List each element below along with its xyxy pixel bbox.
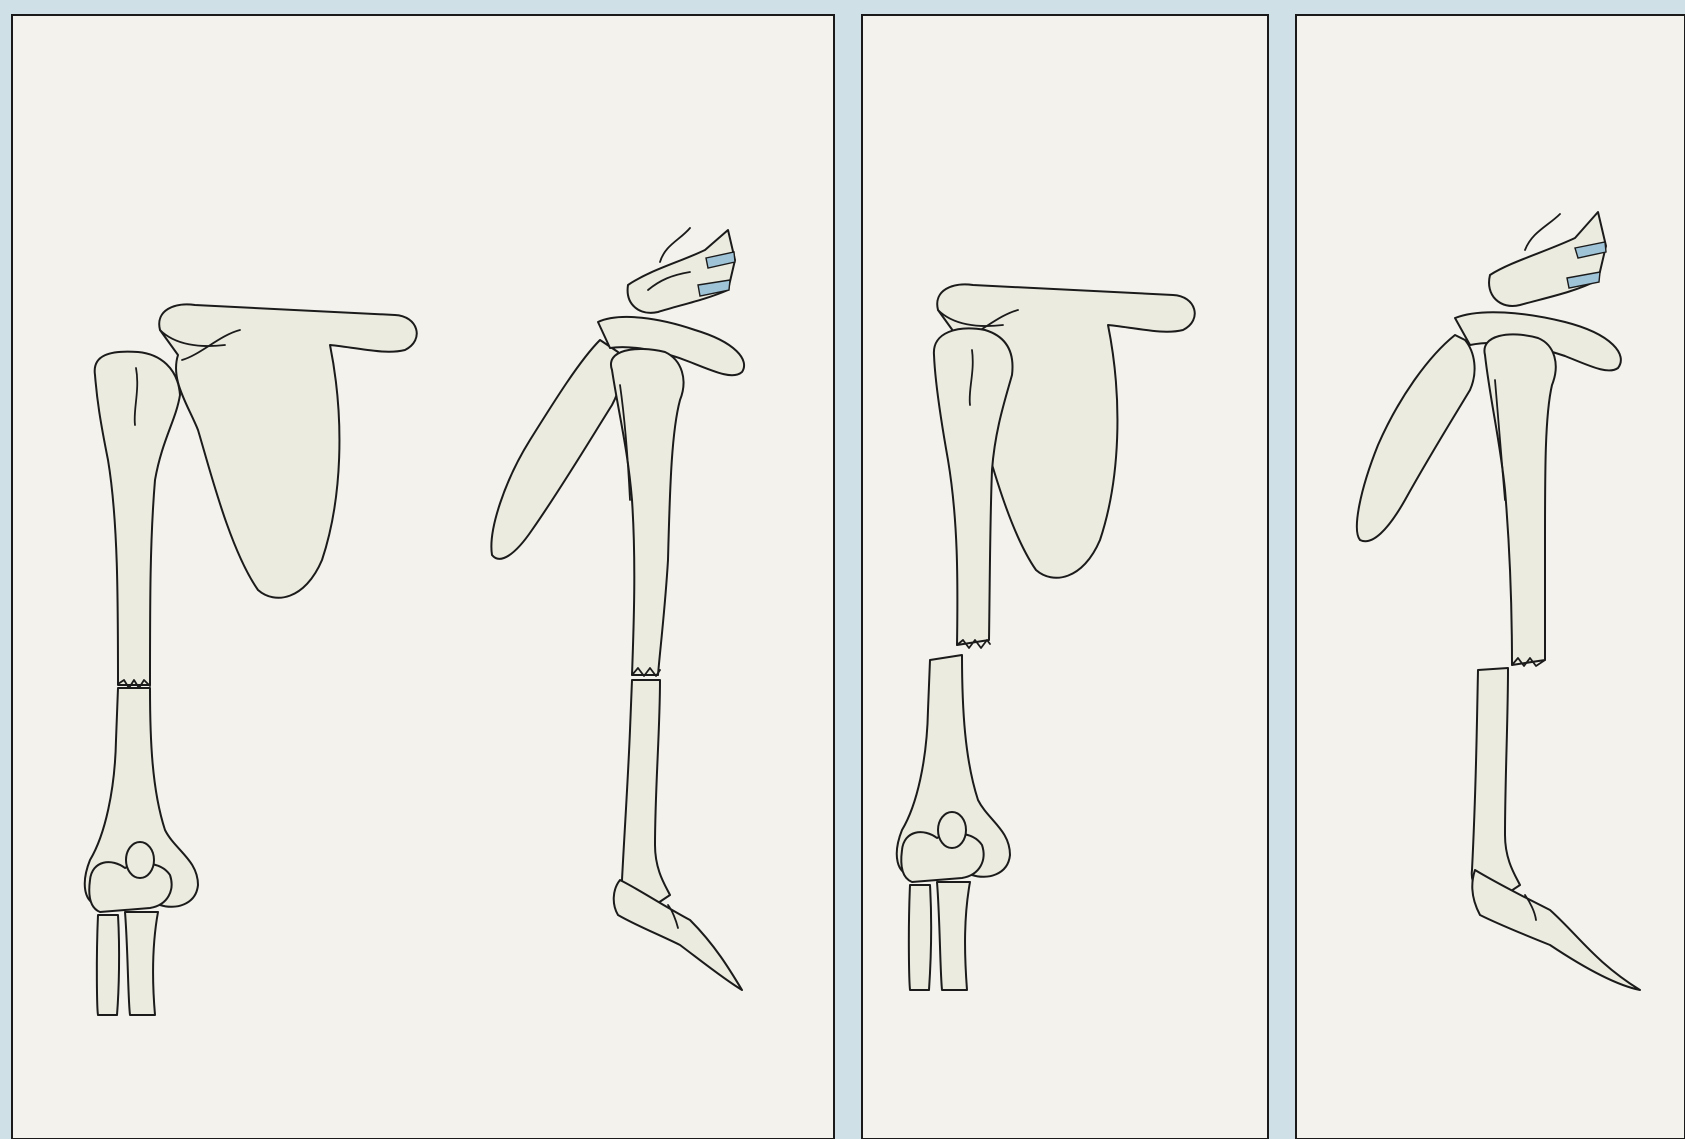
ulna: [125, 912, 158, 1015]
panel-frame: [1296, 15, 1685, 1139]
panel-3: [1296, 15, 1685, 1139]
radius: [909, 885, 931, 990]
panel-1: [12, 15, 834, 1139]
ulna: [937, 882, 970, 990]
radius: [97, 915, 119, 1015]
panel-2: [862, 15, 1268, 1139]
